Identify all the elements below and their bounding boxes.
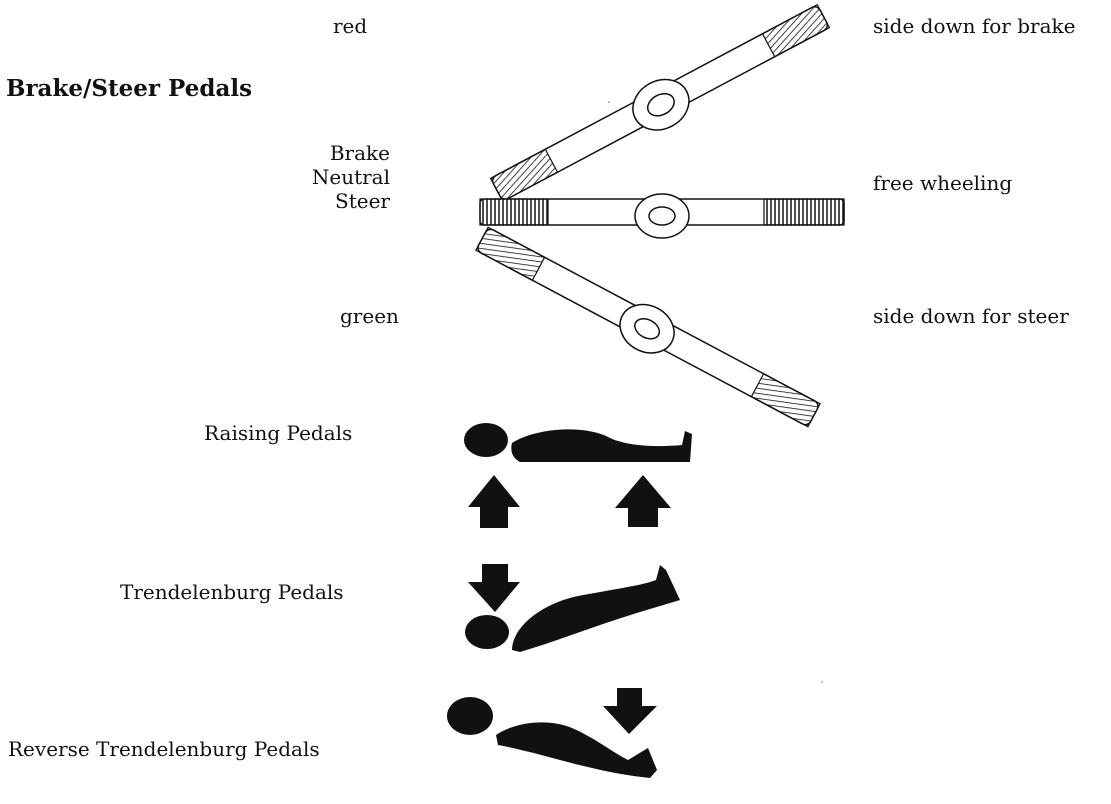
- page-heading: Brake/Steer Pedals: [6, 75, 253, 102]
- label-red: red: [333, 14, 368, 38]
- label-reverse-trendelenburg-pedals: Reverse Trendelenburg Pedals: [8, 737, 320, 761]
- reverse-trendelenburg-pedals-icon: [447, 688, 657, 778]
- trendelenburg-pedals-icon: [465, 564, 680, 652]
- label-free-wheeling: free wheeling: [873, 171, 1013, 195]
- raising-pedals-icon: [464, 423, 692, 528]
- steer-tilt-pedal-icon: [475, 226, 821, 428]
- label-green: green: [340, 304, 399, 328]
- neutral-pedal-icon: [479, 193, 845, 239]
- label-neutral: Neutral: [311, 165, 390, 189]
- up-arrow-icon: [615, 475, 671, 527]
- label-trendelenburg-pedals: Trendelenburg Pedals: [120, 580, 344, 604]
- brake-tilt-pedal-icon: [489, 3, 831, 203]
- up-arrow-icon: [468, 475, 520, 528]
- down-arrow-icon: [468, 564, 520, 612]
- label-steer: Steer: [335, 189, 390, 213]
- label-side-down-for-brake: side down for brake: [873, 14, 1076, 38]
- label-raising-pedals: Raising Pedals: [204, 421, 353, 445]
- label-side-down-for-steer: side down for steer: [873, 304, 1069, 328]
- label-brake: Brake: [329, 141, 390, 165]
- down-arrow-icon: [603, 688, 657, 734]
